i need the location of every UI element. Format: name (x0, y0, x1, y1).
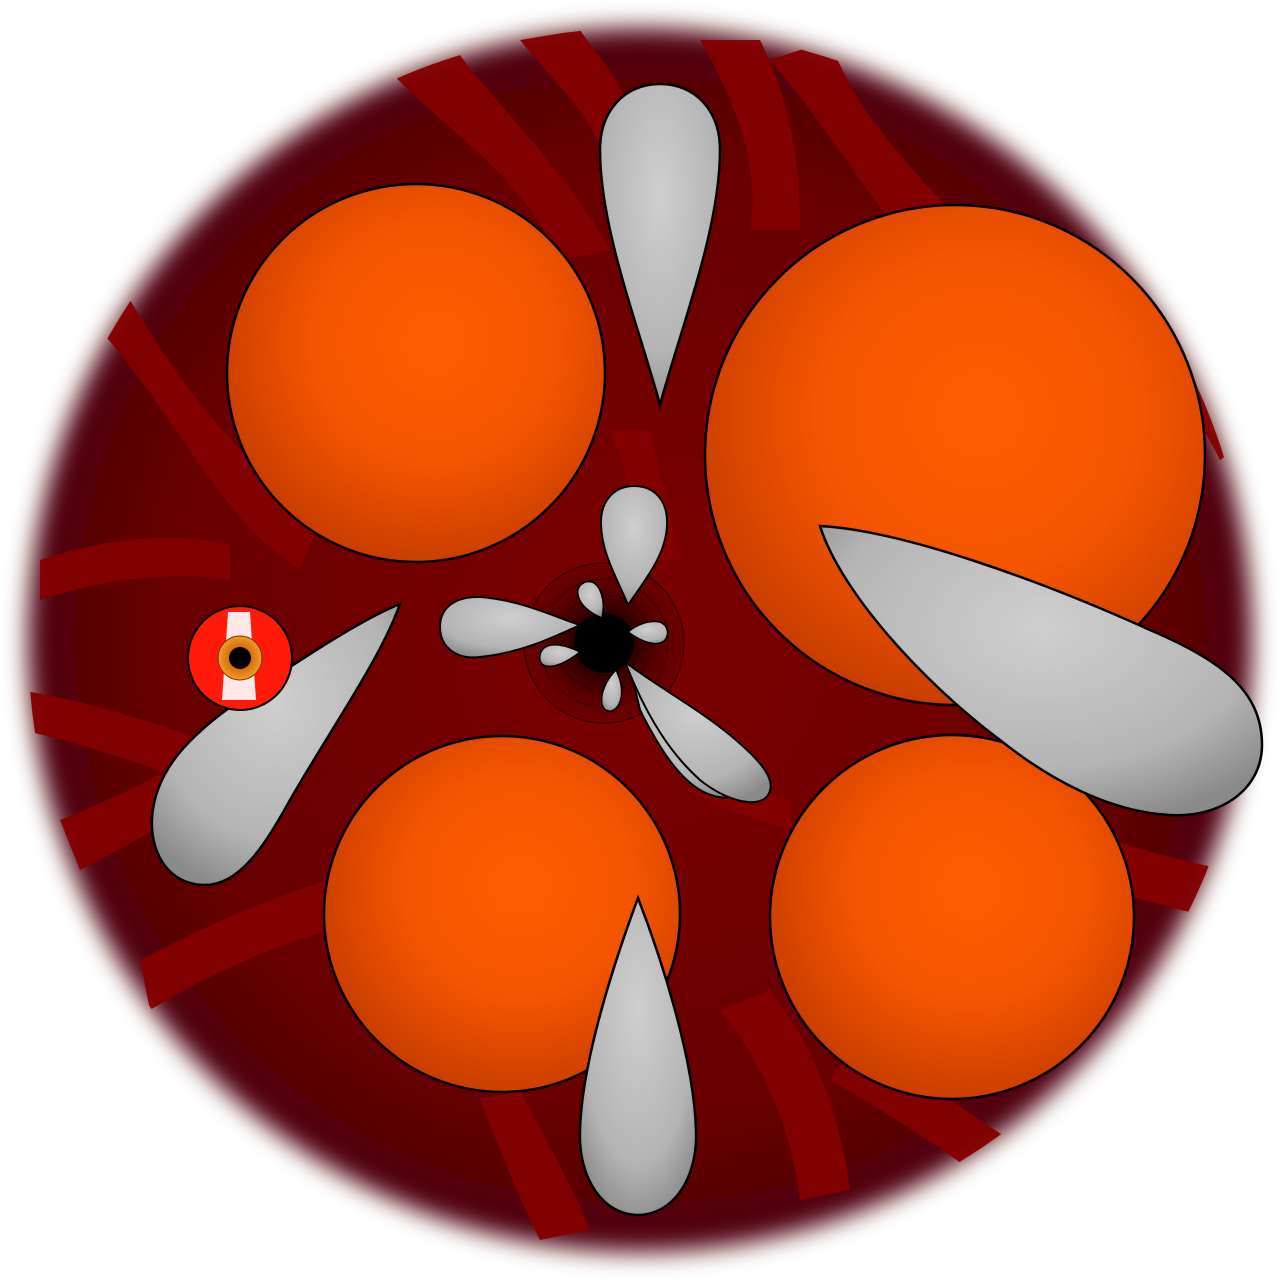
player-eye[interactable] (187, 605, 293, 711)
orb-bottom-left[interactable] (322, 734, 682, 1094)
nub-3 (600, 668, 623, 712)
spike-right-large[interactable] (818, 524, 1264, 817)
nub-4 (539, 644, 582, 668)
orb-bottom-right[interactable] (768, 733, 1136, 1101)
nub-1 (576, 580, 604, 620)
center-vortex[interactable] (438, 484, 772, 804)
eye-pupil (229, 647, 251, 669)
petal-up (599, 484, 669, 608)
spike-layer (150, 82, 1264, 1217)
spike-bottom[interactable] (578, 894, 698, 1217)
nub-2 (626, 620, 669, 645)
petal-left (438, 595, 583, 659)
orb-top-right-large[interactable] (703, 203, 1207, 707)
spike-top[interactable] (598, 82, 722, 410)
orb-layer (225, 182, 1207, 1101)
orb-top-left[interactable] (225, 182, 607, 564)
